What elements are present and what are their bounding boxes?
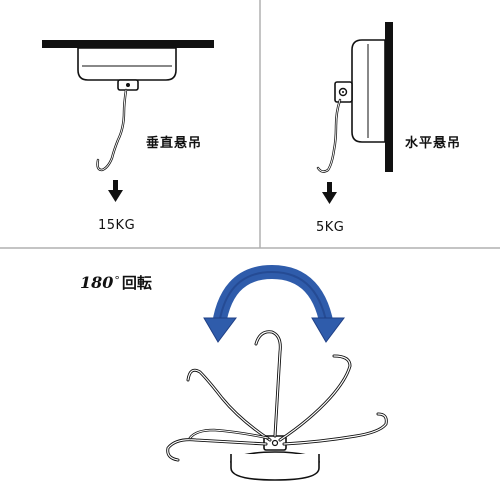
rotation-text: 回転	[121, 274, 152, 292]
vertical-load-label: 15KG	[98, 218, 136, 233]
magnet-base	[230, 454, 320, 481]
ceiling-bar	[42, 40, 214, 48]
hook-wire	[316, 98, 342, 173]
panel-dividers	[0, 0, 500, 249]
rotation-arrow-icon	[211, 264, 335, 334]
magnet-base	[77, 47, 177, 81]
rotation-label: 180°回転	[80, 275, 152, 291]
vertical-hang-illustration	[42, 40, 214, 202]
down-arrow-icon	[322, 182, 337, 204]
down-arrow-icon	[108, 180, 123, 202]
rotation-degrees: 180	[80, 273, 114, 292]
wall-bar	[385, 22, 393, 172]
rotation-illustration	[166, 264, 388, 481]
degree-symbol: °	[114, 274, 120, 287]
horizontal-hang-label: 水平悬吊	[405, 136, 462, 151]
horizontal-hang-illustration	[316, 22, 393, 204]
horizontal-load-label: 5KG	[316, 220, 345, 235]
vertical-hang-label: 垂直悬吊	[146, 136, 203, 151]
